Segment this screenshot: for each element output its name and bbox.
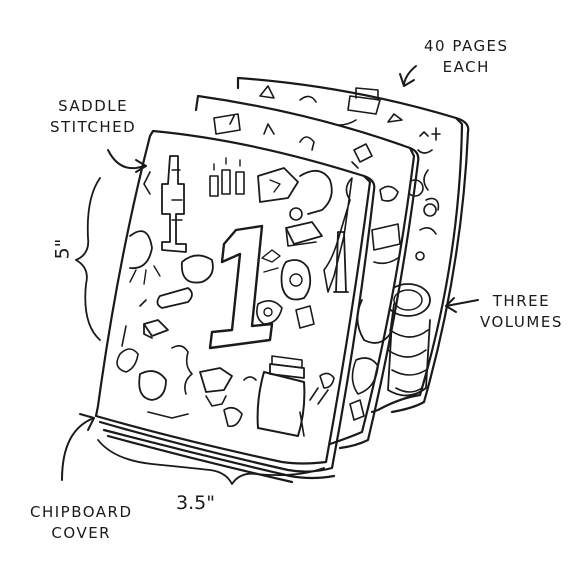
three-volumes-line1: THREE bbox=[492, 292, 551, 310]
saddle-stitched-annotation: SADDLE STITCHED bbox=[50, 96, 136, 138]
pages-annotation-line1: 40 PAGES bbox=[424, 37, 509, 55]
three-volumes-annotation: THREE VOLUMES bbox=[480, 291, 563, 333]
volume-front bbox=[94, 129, 376, 484]
width-dimension-label: 3.5" bbox=[176, 492, 215, 514]
three-volumes-line2: VOLUMES bbox=[480, 313, 563, 331]
pages-annotation-line2: EACH bbox=[442, 58, 490, 76]
chipboard-cover-line1: CHIPBOARD bbox=[30, 503, 133, 521]
pages-annotation: 40 PAGES EACH bbox=[424, 36, 509, 78]
saddle-stitched-line2: STITCHED bbox=[50, 118, 137, 136]
width-dimension: 3.5" bbox=[176, 492, 215, 514]
height-dimension-label: 5" bbox=[51, 238, 74, 260]
chipboard-cover-annotation: CHIPBOARD COVER bbox=[30, 502, 133, 544]
annotation-arrows bbox=[61, 65, 479, 485]
chipboard-cover-line2: COVER bbox=[51, 524, 112, 542]
height-dimension: 5" bbox=[51, 239, 73, 260]
saddle-stitched-line1: SADDLE bbox=[58, 97, 129, 115]
